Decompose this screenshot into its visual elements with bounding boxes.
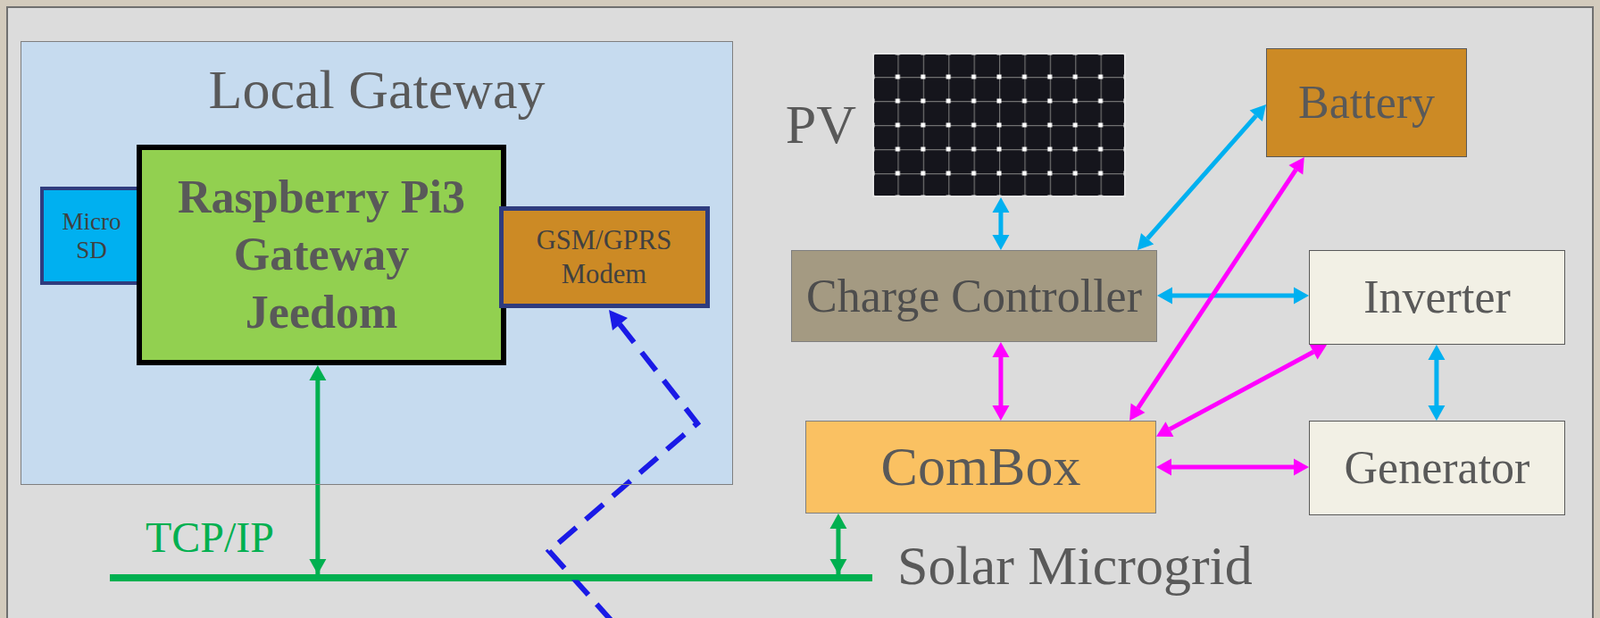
connector-line <box>1433 359 1439 406</box>
component-box: Generator <box>1308 420 1566 516</box>
arrow-head <box>1427 405 1445 421</box>
arrow-head <box>991 197 1009 213</box>
gateway-region: Local GatewayMicro SD Raspberry Pi3 Gatew… <box>20 41 734 485</box>
box-label: Raspberry Pi3 Gateway Jeedom <box>165 168 478 342</box>
arrow-head <box>829 558 847 575</box>
component-box: Charge Controller <box>791 250 1158 342</box>
arrow-head <box>1293 286 1309 304</box>
box-label: ComBox <box>881 434 1082 499</box>
arrow-head <box>1250 104 1267 122</box>
connector-line <box>1172 292 1294 298</box>
arrow-head <box>1293 458 1309 475</box>
connector <box>1156 458 1309 475</box>
connector <box>1427 344 1445 421</box>
arrow-head <box>1137 233 1154 250</box>
arrow-head <box>991 341 1009 358</box>
arrow-head <box>829 513 847 529</box>
connector-line <box>998 212 1003 235</box>
bus-label: TCP/IP <box>145 512 275 562</box>
box-label: GSM/GPRS Modem <box>510 223 699 292</box>
connector <box>1156 344 1327 437</box>
box-label: Micro SD <box>50 207 134 266</box>
arrow-head <box>1309 344 1327 360</box>
modem-box: GSM/GPRS Modem <box>499 206 710 309</box>
solar-cells <box>873 53 1125 197</box>
label-holder: Solar Microgrid <box>897 533 1253 598</box>
connector <box>308 365 847 578</box>
box-label: Charge Controller <box>806 269 1142 324</box>
connector <box>1137 104 1267 250</box>
connector-line <box>998 357 1003 406</box>
storage-box: Micro SD <box>40 186 144 285</box>
label-holder: TCP/IP <box>145 512 275 562</box>
arrow-head <box>1156 421 1174 437</box>
gateway-fill <box>20 41 734 485</box>
region-title: Local Gateway <box>21 58 733 122</box>
arrow-head <box>308 365 326 381</box>
box-label: Generator <box>1344 441 1531 495</box>
arrow-head <box>1157 286 1173 304</box>
gateway-box: Raspberry Pi3 Gateway Jeedom <box>136 144 507 366</box>
arrow-head <box>991 234 1009 250</box>
arrow-head <box>608 309 628 331</box>
component-box: ComBox <box>805 420 1157 514</box>
connector <box>1157 286 1309 304</box>
arrow-head <box>1427 344 1445 360</box>
arrow-head <box>1288 157 1304 175</box>
box-label: Battery <box>1298 75 1435 130</box>
arrow-head <box>1129 403 1145 421</box>
box-label: Inverter <box>1363 270 1511 325</box>
network-label: Solar Microgrid <box>897 533 1253 598</box>
component-box: Inverter <box>1308 250 1566 345</box>
connector <box>991 341 1009 421</box>
wireless-link <box>549 324 698 618</box>
pv-array: PV <box>872 52 1126 198</box>
connector <box>991 197 1009 250</box>
arrow-head <box>991 405 1009 421</box>
connector-line <box>317 380 839 578</box>
arrow-head <box>308 558 326 575</box>
solar-panel <box>872 52 1126 198</box>
connector-line <box>1171 464 1294 469</box>
arrow-head <box>1156 458 1172 475</box>
connector-line <box>1169 351 1314 430</box>
component-box: Battery <box>1266 48 1467 158</box>
slide-panel <box>7 7 1593 618</box>
connector-line <box>1147 116 1257 240</box>
pv-label: PV <box>785 92 857 157</box>
